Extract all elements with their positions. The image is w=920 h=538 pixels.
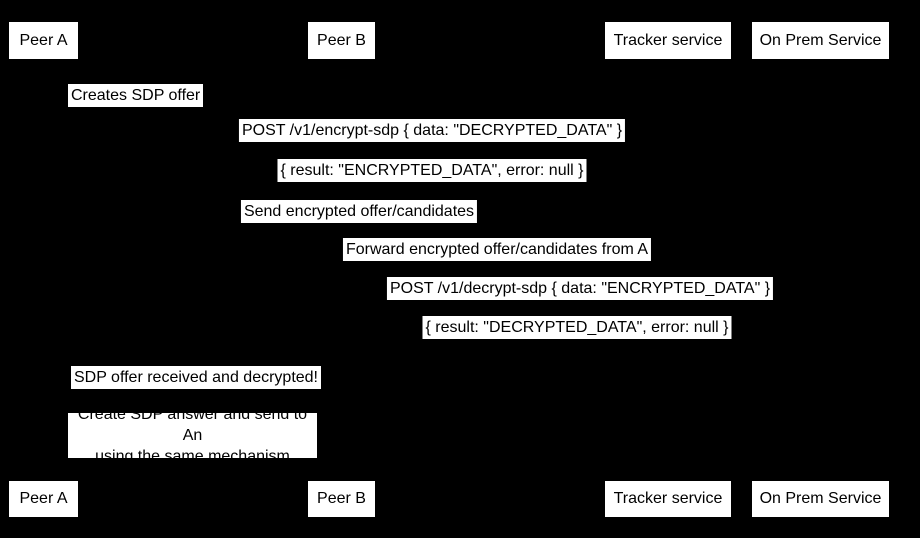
note-line-1: Create SDP answer and send to An <box>77 406 308 444</box>
arrowhead-icon <box>813 143 820 151</box>
arrowhead-icon <box>43 184 50 192</box>
message-encrypt-result: { result: "ENCRYPTED_DATA", error: null … <box>277 159 587 182</box>
arrow-tracker-to-peer-b-forward <box>341 262 668 270</box>
note-create-sdp-answer: Create SDP answer and send to An using t… <box>68 406 317 465</box>
participant-label: On Prem Service <box>759 31 882 49</box>
participant-label: Tracker service <box>613 490 723 507</box>
arrowhead-icon <box>661 224 668 232</box>
message-send-encrypted-offer: Send encrypted offer/candidates <box>240 200 478 223</box>
arrow-peer-b-to-peer-a-received <box>43 389 341 397</box>
participant-top-on-prem-service: On Prem Service <box>752 22 889 59</box>
participant-label: Peer B <box>317 490 366 507</box>
participant-label: Peer A <box>19 490 68 507</box>
note-creates-sdp-offer: Creates SDP offer <box>68 84 204 107</box>
message-sdp-offer-received: SDP offer received and decrypted! <box>71 366 321 389</box>
participant-label: Peer A <box>19 31 68 49</box>
arrowhead-icon <box>341 340 348 348</box>
participant-label: Peer B <box>317 31 366 49</box>
arrow-peer-a-to-tracker-send <box>43 224 668 232</box>
lifeline-peer-b <box>341 59 342 481</box>
message-decrypt-result: { result: "DECRYPTED_DATA", error: null … <box>422 316 732 339</box>
lifeline-on-prem-service <box>820 59 821 481</box>
arrow-on-prem-to-peer-b-decrypt-result <box>341 340 820 348</box>
arrowhead-icon <box>813 301 820 309</box>
participant-bottom-on-prem-service: On Prem Service <box>752 481 889 517</box>
lifeline-tracker-service <box>668 59 669 481</box>
arrow-on-prem-to-peer-a-encrypt-result <box>43 184 820 192</box>
participant-label: On Prem Service <box>759 490 882 507</box>
arrowhead-icon <box>341 262 348 270</box>
arrowhead-icon <box>43 389 50 397</box>
message-forward-encrypted-offer: Forward encrypted offer/candidates from … <box>342 238 652 261</box>
participant-bottom-tracker-service: Tracker service <box>605 481 731 517</box>
participant-bottom-peer-b: Peer B <box>308 481 375 517</box>
participant-label: Tracker service <box>613 31 723 49</box>
participant-bottom-peer-a: Peer A <box>9 481 78 517</box>
participant-top-peer-b: Peer B <box>308 22 375 59</box>
lifeline-peer-a <box>43 59 44 481</box>
arrow-peer-b-to-on-prem-decrypt <box>341 301 820 309</box>
message-post-encrypt-sdp: POST /v1/encrypt-sdp { data: "DECRYPTED_… <box>238 119 626 142</box>
note-line-2: using the same mechanism <box>95 448 290 465</box>
arrow-peer-a-to-on-prem-encrypt <box>43 143 820 151</box>
message-post-decrypt-sdp: POST /v1/decrypt-sdp { data: "ENCRYPTED_… <box>386 277 774 300</box>
participant-top-tracker-service: Tracker service <box>605 22 731 59</box>
participant-top-peer-a: Peer A <box>9 22 78 59</box>
